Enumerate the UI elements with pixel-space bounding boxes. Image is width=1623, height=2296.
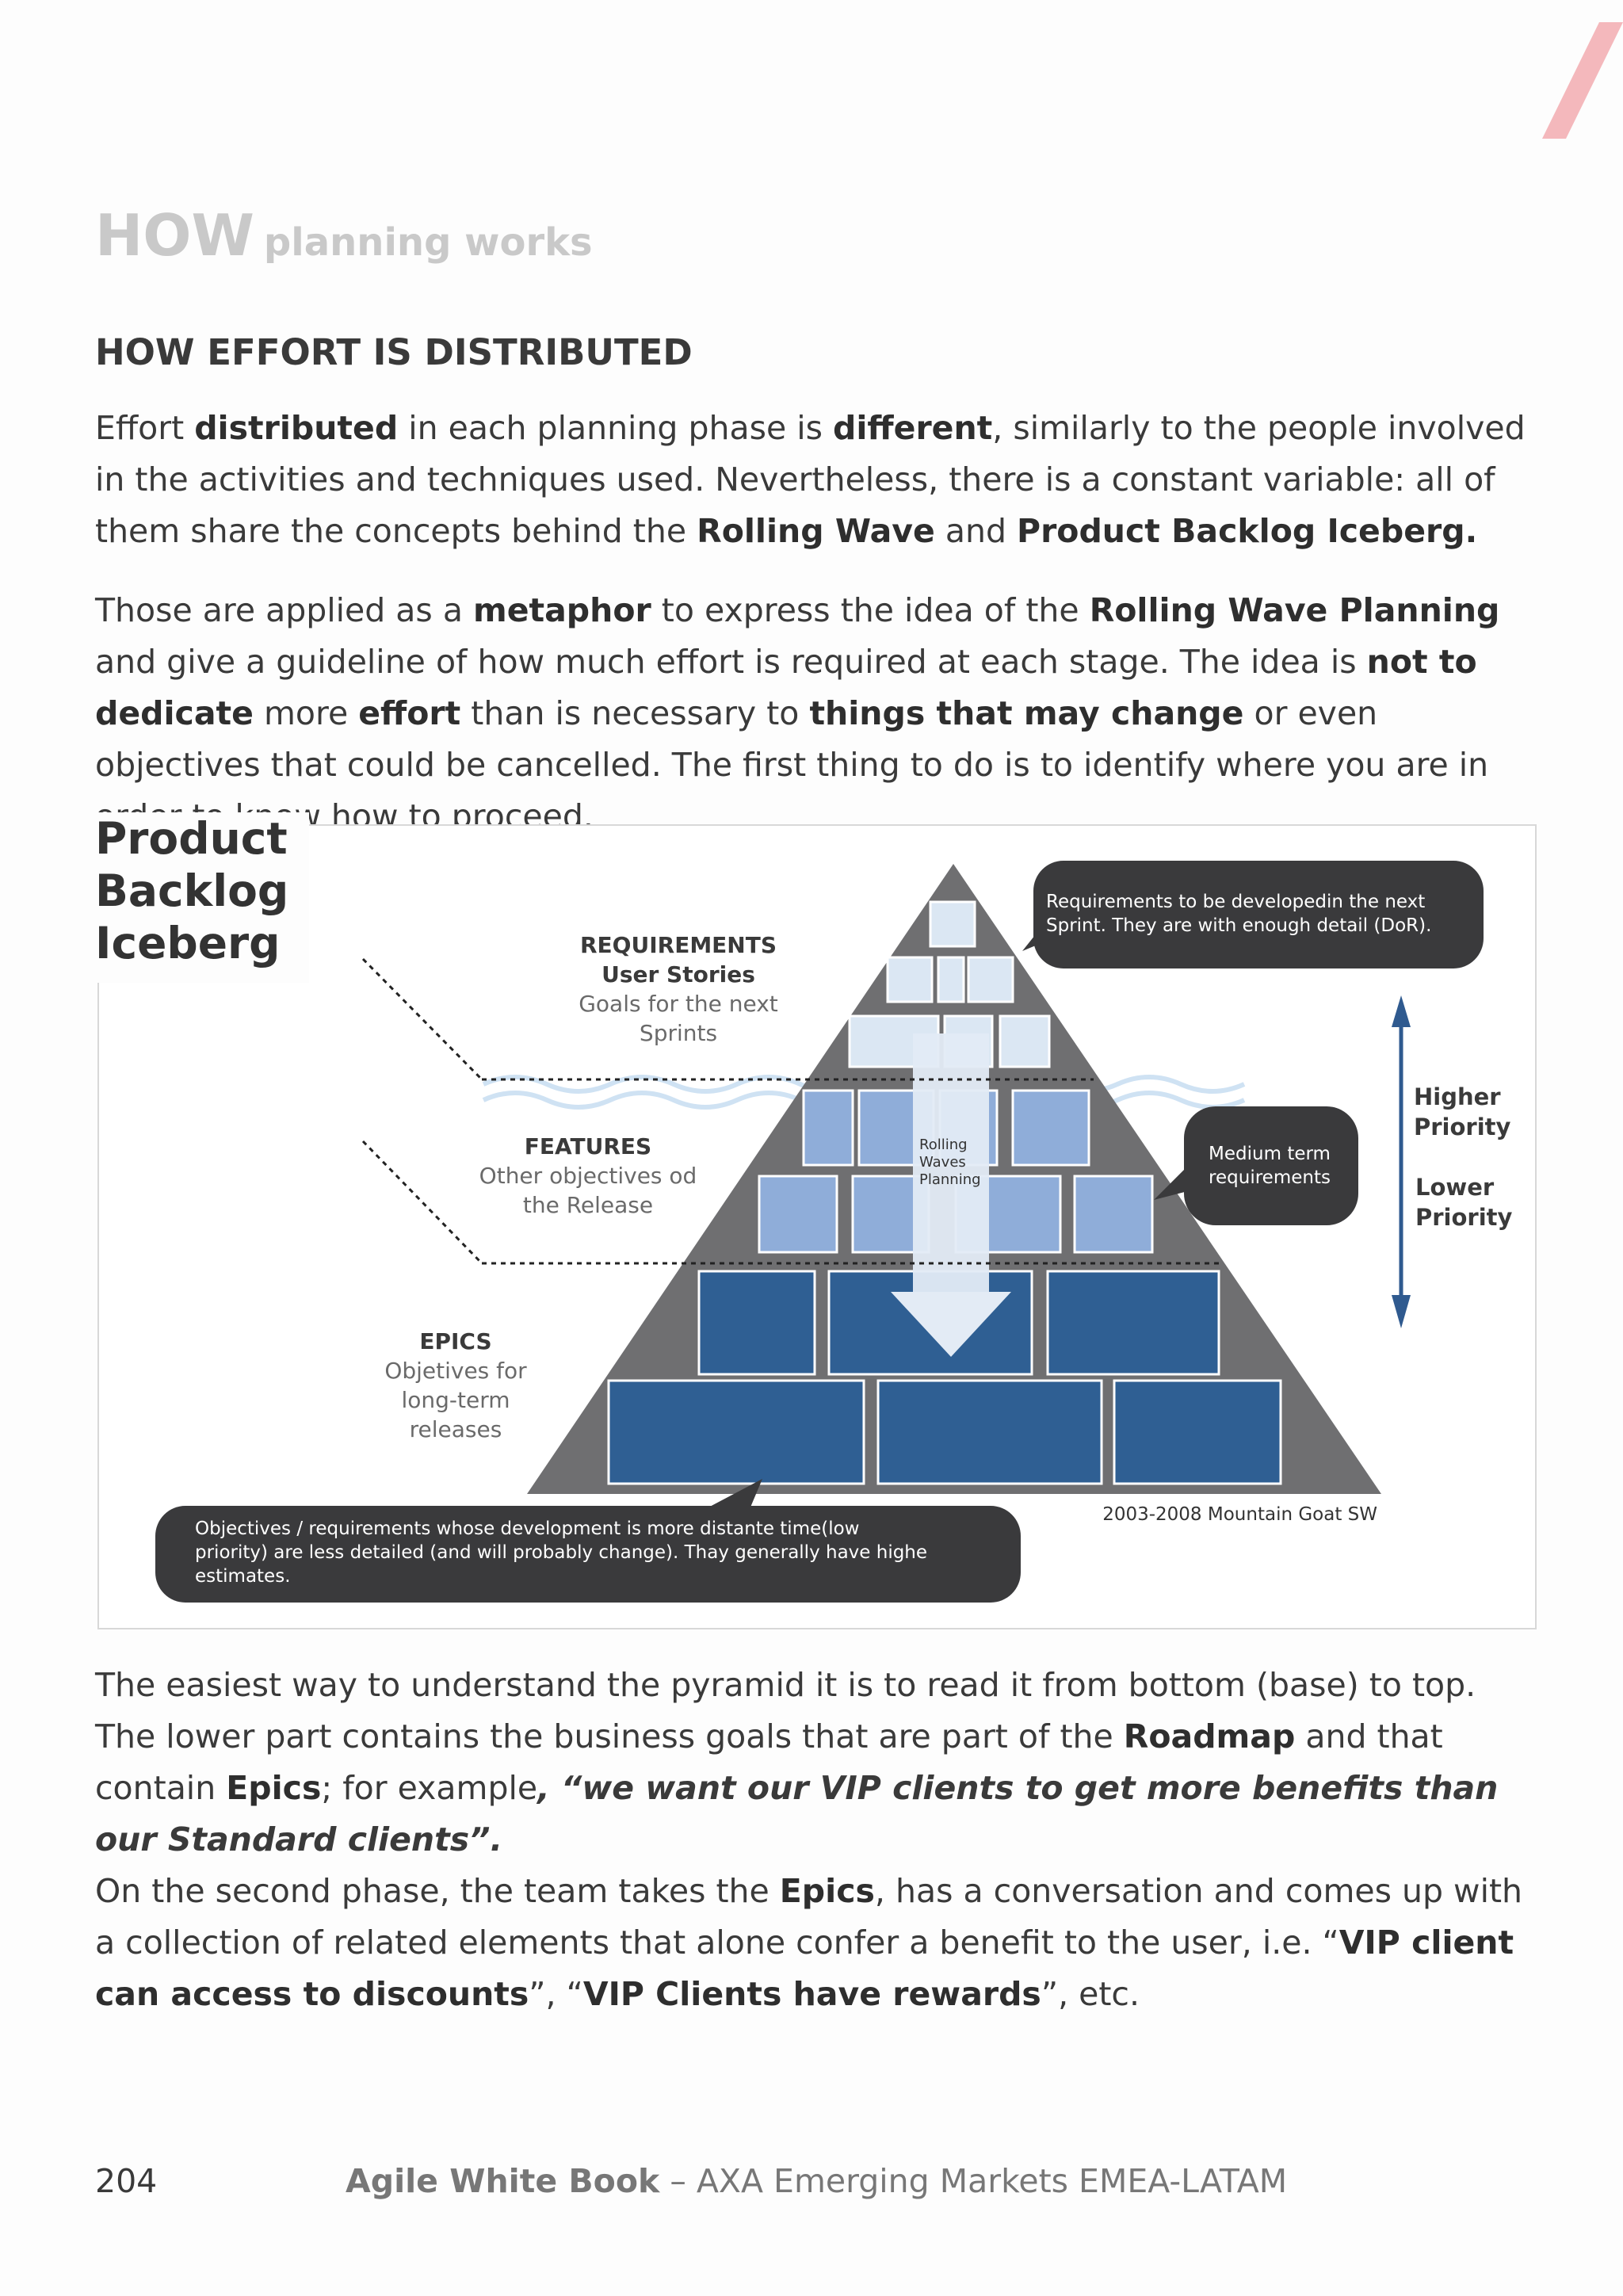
bubble-bottom-line-1: Objectives / requirements whose developm… (195, 1519, 860, 1539)
bubble-top (1022, 861, 1484, 968)
features-desc-1: Other objectives od (479, 1163, 697, 1189)
lower-priority-2: Priority (1415, 1204, 1513, 1231)
features-heading: FEATURES (525, 1133, 651, 1159)
figure-title-line-2: Backlog (95, 865, 309, 917)
requirements-heading: REQUIREMENTS (580, 932, 777, 958)
requirements-sub: User Stories (601, 961, 755, 988)
rolling-waves-label-3: Planning (919, 1171, 981, 1188)
figure-title-line-1: Product (95, 812, 309, 865)
higher-priority-1: Higher (1414, 1083, 1501, 1110)
epics-desc-3: releases (410, 1416, 502, 1442)
paragraph-read-pyramid: The easiest way to understand the pyrami… (95, 1660, 1545, 2020)
epics-desc-2: long-term (401, 1387, 510, 1413)
epics-desc-1: Objetives for (384, 1358, 527, 1384)
footer-book-title: Agile White Book – AXA Emerging Markets … (346, 2162, 1287, 2200)
figure-credit: 2003-2008 Mountain Goat SW (1102, 1504, 1377, 1525)
footer-book-rest: – AXA Emerging Markets EMEA-LATAM (659, 2162, 1287, 2200)
bubble-mid-line-1: Medium term (1209, 1144, 1331, 1164)
higher-priority-2: Priority (1414, 1114, 1511, 1140)
features-desc-2: the Release (523, 1192, 653, 1218)
rolling-waves-label-2: Waves (919, 1154, 966, 1171)
figure-title-line-3: Iceberg (95, 917, 309, 969)
requirements-desc-2: Sprints (640, 1020, 717, 1046)
bubble-top-line-2: Sprint. They are with enough detail (DoR… (1046, 915, 1431, 936)
epics-heading: EPICS (419, 1328, 491, 1354)
bubble-top-line-1: Requirements to be developedin the next (1046, 892, 1425, 912)
rolling-waves-label-1: Rolling (919, 1137, 968, 1153)
figure-title: Product Backlog Iceberg (87, 812, 309, 983)
page-number: 204 (95, 2162, 157, 2200)
bubble-bottom-line-3: estimates. (195, 1566, 291, 1587)
requirements-desc-1: Goals for the next (579, 991, 778, 1017)
footer-book-name: Agile White Book (346, 2162, 659, 2200)
bubble-bottom-line-2: priority) are less detailed (and will pr… (195, 1542, 927, 1563)
lower-priority-1: Lower (1415, 1174, 1495, 1201)
priority-arrow (1392, 995, 1411, 1328)
bubble-mid-line-2: requirements (1209, 1167, 1331, 1188)
